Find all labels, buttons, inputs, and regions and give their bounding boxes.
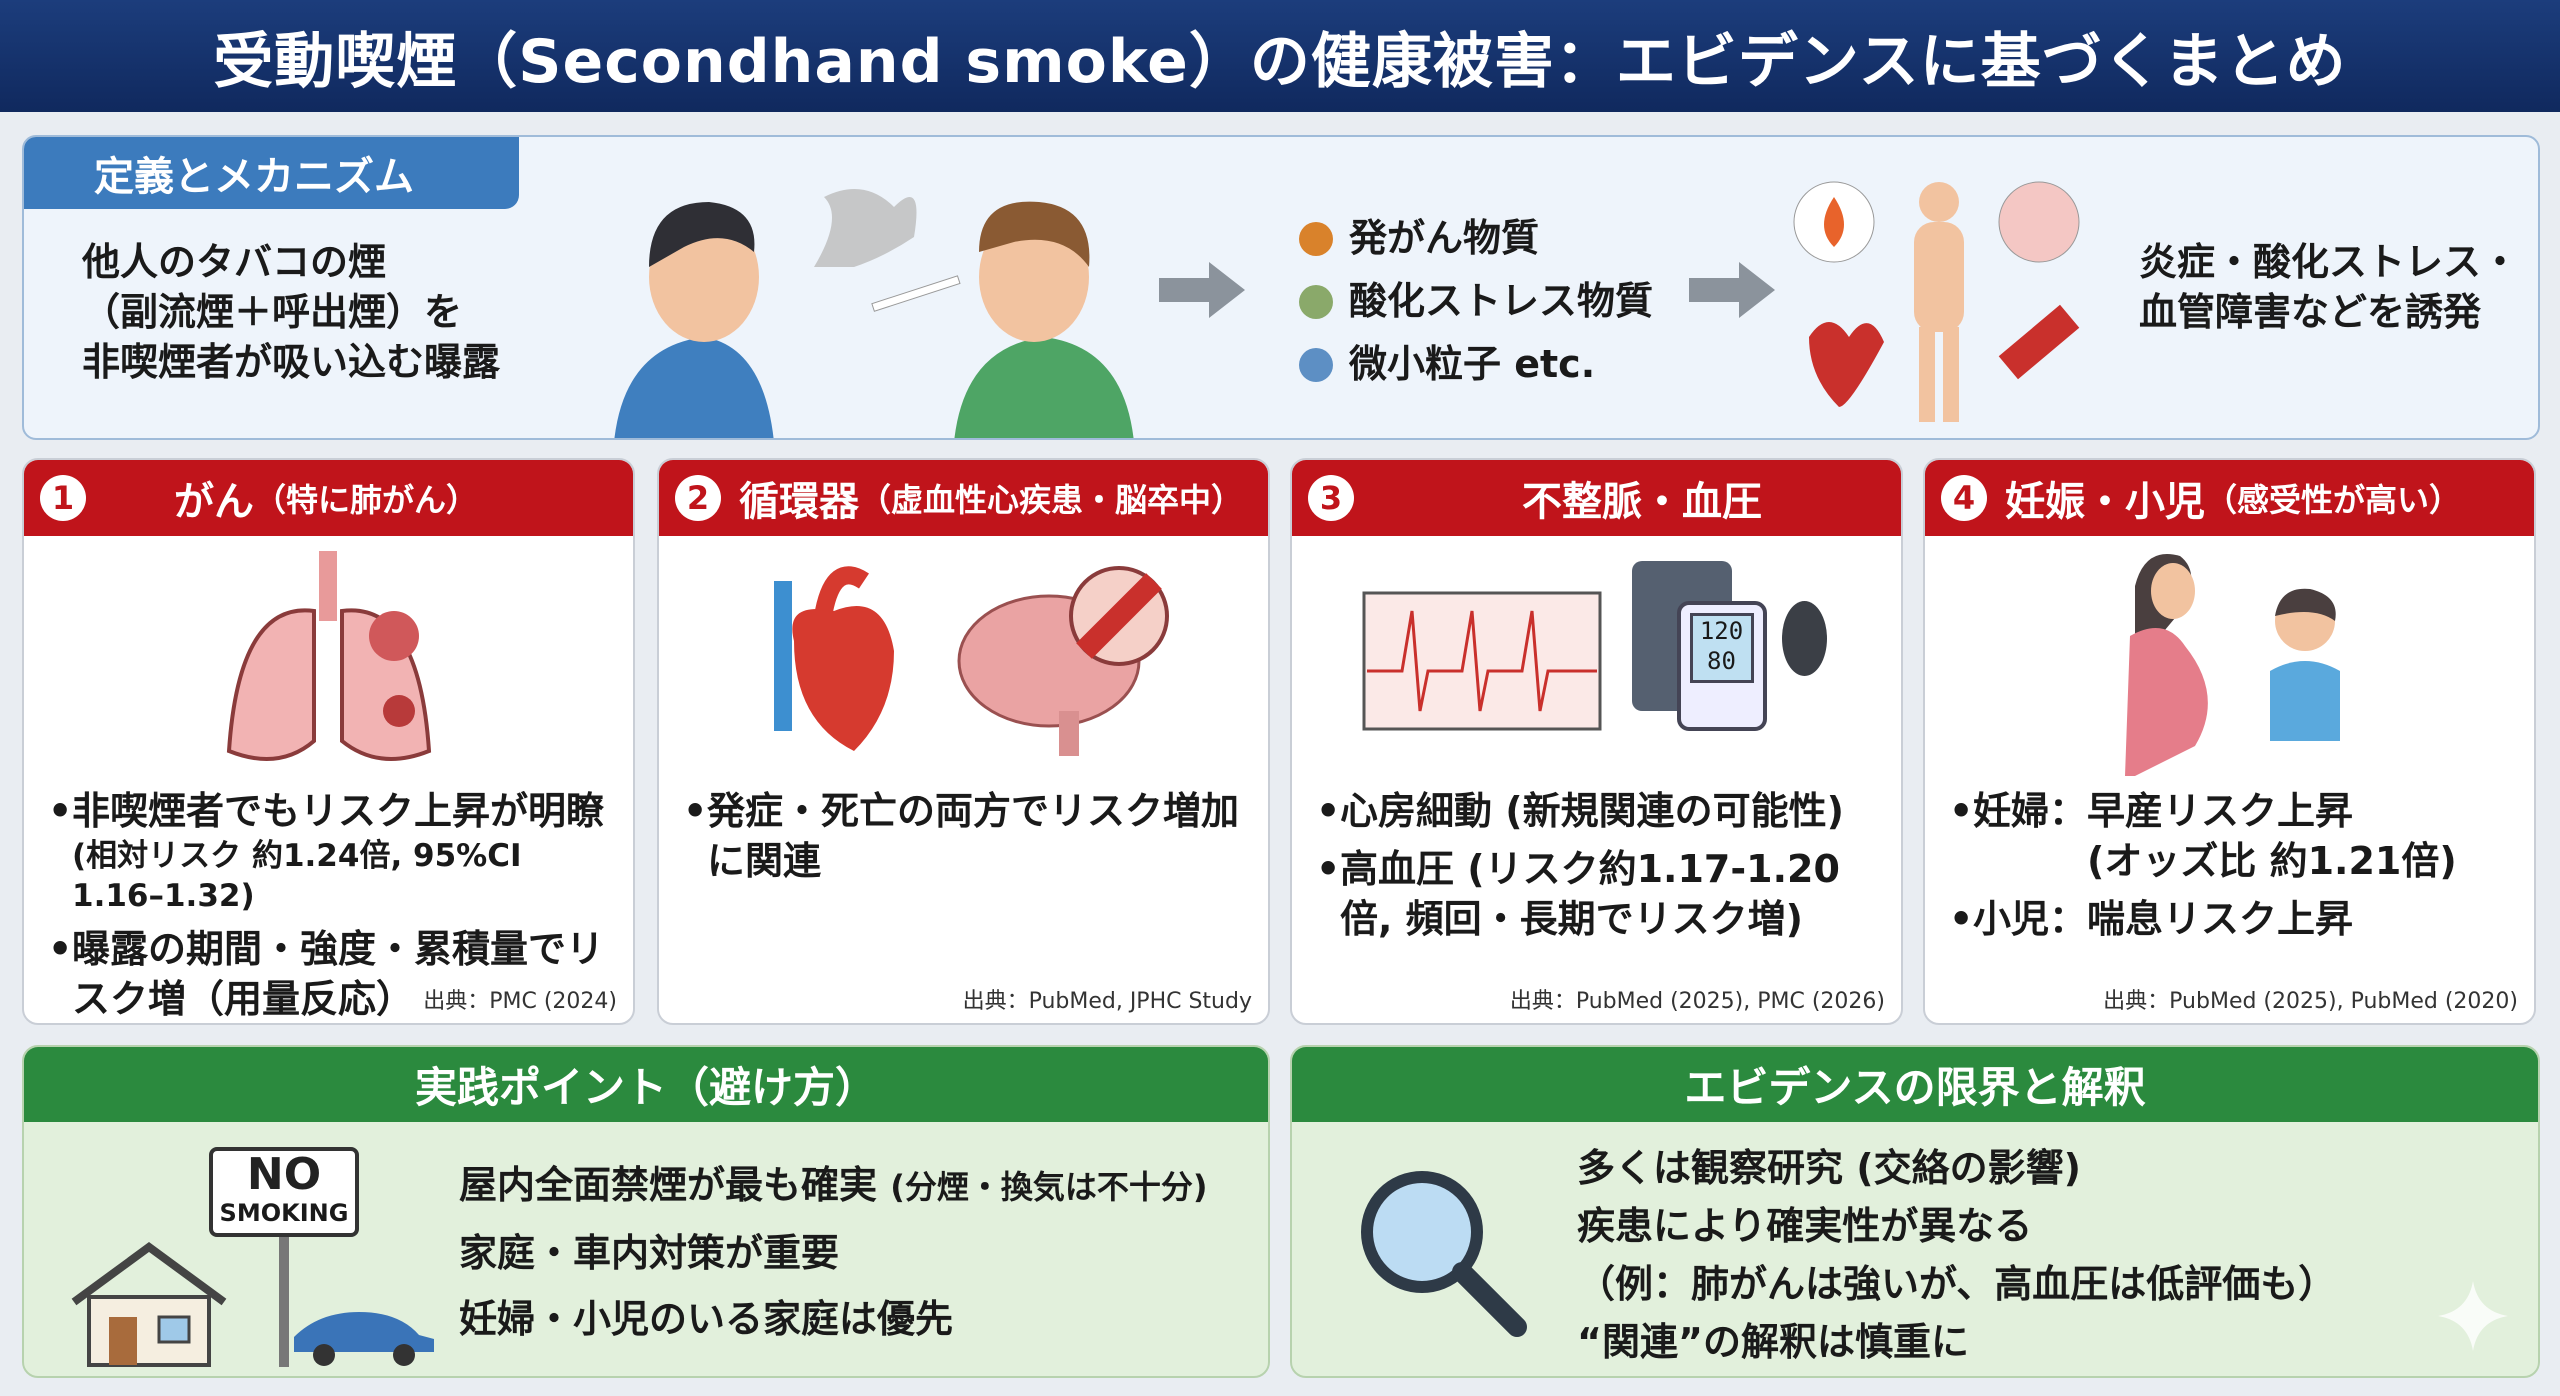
- heart-icon: [773, 566, 894, 751]
- definition-line: 非喫煙者が吸い込む曝露: [82, 340, 501, 384]
- carcinogen-icon: [1299, 221, 1333, 256]
- limits-item: “関連”の解釈は慎重に: [1577, 1320, 1969, 1364]
- bullet-item: •妊婦：早産リスク上昇(オッズ比 約1.21倍): [1949, 786, 2514, 886]
- number-badge: 4: [1941, 475, 1987, 521]
- effects-text: 炎症・酸化ストレス・ 血管障害などを誘発: [2139, 237, 2519, 337]
- card-subtitle: （感受性が高い）: [2205, 481, 2462, 519]
- limits-list: 多くは観察研究 (交絡の影響) 疾患により確実性が異なる （例：肺がんは強いが、…: [1577, 1139, 2336, 1371]
- bullet-text: 曝露の期間・強度・累積量でリスク増（用量反応）: [72, 927, 605, 1021]
- substance-label: 発がん物質: [1349, 216, 1540, 260]
- source-citation: 出典：PubMed, JPHC Study: [962, 989, 1252, 1014]
- definition-text: 他人のタバコの煙 （副流煙＋呼出煙）を 非喫煙者が吸い込む曝露: [82, 237, 500, 387]
- bullet-text: 非喫煙者でもリスク上昇が明瞭: [72, 789, 605, 833]
- brain-icon: [957, 566, 1169, 756]
- particle-icon: [1299, 347, 1333, 382]
- ecg-icon: [1362, 591, 1601, 731]
- limits-title: エビデンスの限界と解釈: [1292, 1047, 2538, 1122]
- definition-line: （副流煙＋呼出煙）を: [82, 290, 463, 334]
- effect-line: 血管障害などを誘発: [2139, 290, 2482, 334]
- body-organs-illustration: [1793, 181, 2080, 422]
- people-smoking-illustration: [614, 189, 1134, 438]
- practice-title: 実践ポイント（避け方）: [24, 1047, 1268, 1122]
- card-cardiovascular: 2 循環器（虚血性心疾患・脳卒中） •発症・死亡の両方でリスク増加に関連 出典：P…: [657, 458, 1270, 1025]
- bullet-item: •発症・死亡の両方でリスク増加に関連: [683, 786, 1248, 886]
- bullet-item: •小児：喘息リスク上昇: [1949, 894, 2514, 944]
- pregnant-woman-icon: [2124, 554, 2208, 776]
- lungs-icon: [226, 551, 431, 761]
- arrow-right-icon: [1689, 262, 1775, 318]
- bullet-note: (相対リスク 約1.24倍, 95%CI 1.16–1.32): [72, 838, 522, 914]
- substance-item: 酸化ストレス物質: [1299, 270, 1653, 333]
- bullet-item: •非喫煙者でもリスク上昇が明瞭(相対リスク 約1.24倍, 95%CI 1.16…: [48, 786, 613, 916]
- practice-text: 屋内全面禁煙が最も確実: [459, 1163, 878, 1207]
- number-badge: 3: [1308, 475, 1354, 521]
- card-title: 不整脈・血圧: [1522, 479, 1762, 525]
- definition-line: 他人のタバコの煙: [82, 240, 387, 284]
- substance-item: 微小粒子 etc.: [1299, 333, 1653, 396]
- card-title: がん: [174, 479, 254, 525]
- practice-list: 屋内全面禁煙が最も確実 (分煙・換気は不十分) 家庭・車内対策が重要 妊婦・小児…: [459, 1152, 1208, 1352]
- substance-label: 微小粒子 etc.: [1349, 342, 1596, 386]
- substance-list: 発がん物質 酸化ストレス物質 微小粒子 etc.: [1299, 207, 1653, 396]
- child-icon: [2269, 588, 2340, 741]
- diastolic-value: 80: [1707, 647, 1736, 675]
- bullet-item: •曝露の期間・強度・累積量でリスク増（用量反応）: [48, 924, 613, 1023]
- definition-tab: 定義とメカニズム: [24, 137, 519, 209]
- sign-no: NO: [246, 1149, 322, 1200]
- bullet-text: 高血圧 (リスク約1.17-1.20倍, 頻回・長期でリスク増): [1340, 847, 1840, 941]
- house-icon: [71, 1242, 227, 1367]
- card-title: 妊娠・小児: [2005, 479, 2205, 525]
- bullet-text: 妊婦：早産リスク上昇: [1973, 789, 2354, 833]
- substance-item: 発がん物質: [1299, 207, 1653, 270]
- number-badge: 2: [675, 475, 721, 521]
- card-title: 循環器: [739, 479, 859, 525]
- card-subtitle: （虚血性心疾患・脳卒中）: [859, 481, 1244, 519]
- oxidant-icon: [1299, 284, 1333, 319]
- sign-smoking: SMOKING: [219, 1199, 349, 1227]
- source-citation: 出典：PMC (2024): [423, 989, 617, 1014]
- magnifier-icon: [1361, 1171, 1527, 1337]
- number-badge: 1: [40, 475, 86, 521]
- car-icon: [294, 1312, 434, 1366]
- arrow-right-icon: [1159, 262, 1245, 318]
- practice-note: (分煙・換気は不十分): [890, 1168, 1208, 1206]
- limits-item: 多くは観察研究 (交絡の影響): [1577, 1146, 2081, 1190]
- bullet-text: 心房細動 (新規関連の可能性): [1340, 789, 1844, 833]
- substance-label: 酸化ストレス物質: [1349, 279, 1654, 323]
- effect-line: 炎症・酸化ストレス・: [2139, 240, 2520, 284]
- bullet-item: •心房細動 (新規関連の可能性): [1316, 786, 1881, 836]
- card-subtitle: （特に肺がん）: [254, 481, 479, 519]
- limits-panel: エビデンスの限界と解釈 多くは観察研究 (交絡の影響) 疾患により確実性が異なる…: [1290, 1045, 2540, 1378]
- source-citation: 出典：PubMed (2025), PMC (2026): [1509, 989, 1885, 1014]
- definition-panel: 定義とメカニズム 他人のタバコの煙 （副流煙＋呼出煙）を 非喫煙者が吸い込む曝露…: [22, 135, 2540, 440]
- practice-item: 妊婦・小児のいる家庭は優先: [459, 1297, 954, 1341]
- practice-item: 家庭・車内対策が重要: [459, 1231, 840, 1275]
- source-citation: 出典：PubMed (2025), PubMed (2020): [2103, 989, 2518, 1014]
- limits-item: 疾患により確実性が異なる: [1577, 1204, 2033, 1248]
- practice-item: 屋内全面禁煙が最も確実 (分煙・換気は不十分): [459, 1152, 1208, 1220]
- bullet-note: (オッズ比 約1.21倍): [2087, 839, 2457, 883]
- bullet-text: 小児：喘息リスク上昇: [1973, 897, 2354, 941]
- title-bar: 受動喫煙（Secondhand smoke）の健康被害：エビデンスに基づくまとめ: [0, 0, 2560, 112]
- bullet-item: •高血圧 (リスク約1.17-1.20倍, 頻回・長期でリスク増): [1316, 844, 1881, 944]
- systolic-value: 120: [1699, 617, 1744, 645]
- page-title: 受動喫煙（Secondhand smoke）の健康被害：エビデンスに基づくまとめ: [213, 26, 2347, 97]
- sparkle-icon: [2438, 1281, 2508, 1351]
- bullet-text: 発症・死亡の両方でリスク増加に関連: [707, 789, 1240, 883]
- limits-item: （例：肺がんは強いが、高血圧は低評価も）: [1577, 1262, 2337, 1306]
- card-cancer: 1 がん（特に肺がん） •非喫煙者でもリスク上昇が明瞭(相対リスク 約1.24倍,…: [22, 458, 635, 1025]
